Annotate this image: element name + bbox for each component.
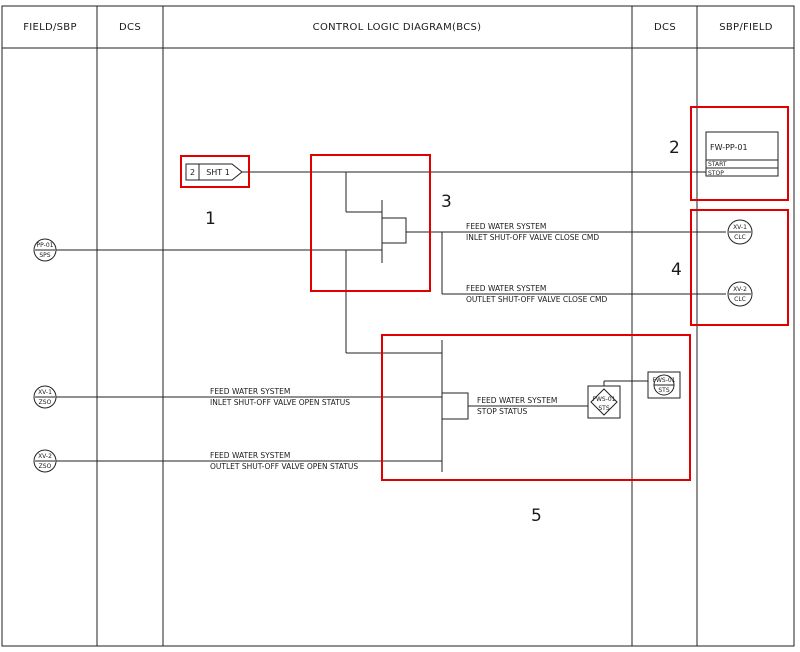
inlet-close-label-2: INLET SHUT-OFF VALVE CLOSE CMD: [466, 233, 599, 242]
logic-gate-close-cmd: [381, 200, 407, 263]
instrument-xv-1-zso: XV-1 ZSO: [33, 385, 57, 409]
svg-text:SPS: SPS: [39, 252, 50, 259]
outlet-open-label-1: FEED WATER SYSTEM: [210, 451, 290, 460]
highlight-box-5: [381, 334, 691, 481]
instrument-pp-01: PP-01 SPS: [33, 238, 57, 262]
outlet-open-label-2: OUTLET SHUT-OFF VALVE OPEN STATUS: [210, 462, 358, 471]
highlight-box-2: [690, 106, 789, 201]
svg-text:ZSO: ZSO: [39, 399, 52, 406]
callout-3: 3: [441, 192, 452, 212]
dcs-status-block-fws-01: FWS-01 STS: [647, 371, 681, 399]
pump-panel-fw-pp-01: FW-PP-01 START STOP: [705, 131, 779, 177]
logic-gate-stop-status: [441, 340, 469, 472]
diagram-frame: [1, 5, 795, 647]
svg-text:CLC: CLC: [734, 234, 746, 241]
svg-text:STS: STS: [658, 387, 669, 394]
highlight-box-4: [690, 209, 789, 326]
instrument-xv-1-clc: XV-1 CLC: [727, 219, 753, 245]
inlet-open-label-2: INLET SHUT-OFF VALVE OPEN STATUS: [210, 398, 350, 407]
svg-text:FW-PP-01: FW-PP-01: [710, 143, 748, 152]
highlight-box-3: [310, 154, 431, 292]
svg-text:CLC: CLC: [734, 296, 746, 303]
svg-text:PP-01: PP-01: [37, 242, 54, 249]
callout-5: 5: [531, 506, 542, 526]
svg-text:XV-2: XV-2: [38, 453, 52, 460]
header-dcs-left: DCS: [119, 22, 141, 33]
svg-text:START: START: [708, 161, 727, 168]
svg-text:SHT 1: SHT 1: [206, 168, 230, 177]
svg-text:2: 2: [190, 168, 195, 177]
inlet-open-label-1: FEED WATER SYSTEM: [210, 387, 290, 396]
stop-status-label-2: STOP STATUS: [477, 407, 528, 416]
sheet-reference-flag: 2 SHT 1: [185, 163, 243, 181]
svg-text:FWS-01: FWS-01: [593, 396, 616, 403]
svg-text:XV-1: XV-1: [38, 389, 52, 396]
instrument-xv-2-zso: XV-2 ZSO: [33, 449, 57, 473]
svg-text:XV-2: XV-2: [733, 286, 747, 293]
header-sbp-field: SBP/FIELD: [719, 22, 773, 33]
header-dcs-right: DCS: [654, 22, 676, 33]
status-diamond-fws-01: FWS-01 STS: [587, 385, 621, 419]
header-field-sbp: FIELD/SBP: [23, 22, 77, 33]
svg-text:STOP: STOP: [708, 170, 724, 177]
callout-1: 1: [205, 209, 216, 229]
header-control-logic: CONTROL LOGIC DIAGRAM(BCS): [313, 22, 482, 33]
callout-4: 4: [671, 260, 682, 280]
outlet-close-label-1: FEED WATER SYSTEM: [466, 284, 546, 293]
stop-status-label-1: FEED WATER SYSTEM: [477, 396, 557, 405]
svg-text:STS: STS: [598, 405, 609, 412]
svg-text:ZSO: ZSO: [39, 463, 52, 470]
svg-text:FWS-01: FWS-01: [653, 377, 676, 384]
inlet-close-label-1: FEED WATER SYSTEM: [466, 222, 546, 231]
outlet-close-label-2: OUTLET SHUT-OFF VALVE CLOSE CMD: [466, 295, 608, 304]
instrument-xv-2-clc: XV-2 CLC: [727, 281, 753, 307]
callout-2: 2: [669, 138, 680, 158]
svg-text:XV-1: XV-1: [733, 224, 747, 231]
highlight-box-1: [180, 155, 250, 188]
